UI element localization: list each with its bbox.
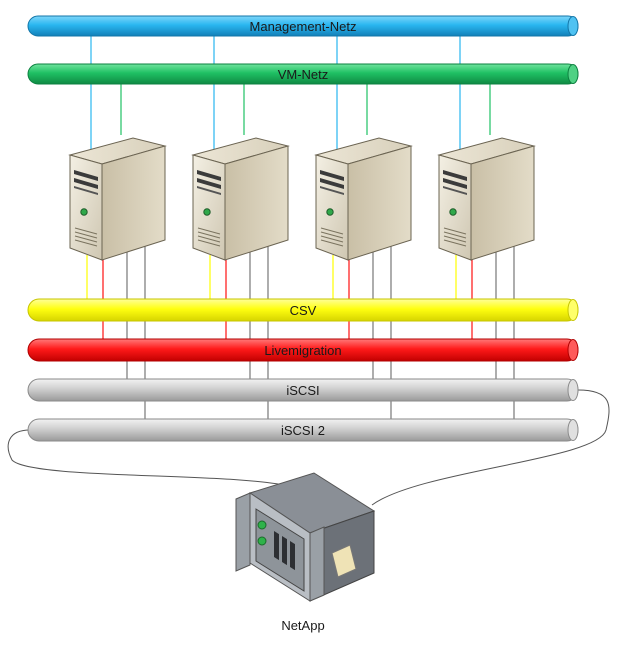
server-tower-icon bbox=[437, 137, 536, 261]
vm-network-bus: VM-Netz bbox=[27, 63, 579, 85]
livemigration-network-label: Livemigration bbox=[264, 343, 341, 358]
iscsi-network-label: iSCSI bbox=[286, 383, 319, 398]
iscsi-network-bus: iSCSI bbox=[27, 378, 579, 402]
server-group bbox=[68, 137, 536, 261]
management-network-bus: Management-Netz bbox=[27, 15, 579, 37]
csv-network-label: CSV bbox=[290, 303, 317, 318]
iscsi2-network-label: iSCSI 2 bbox=[281, 423, 325, 438]
server-tower-icon bbox=[68, 137, 167, 261]
storage-label: NetApp bbox=[281, 618, 324, 633]
server-tower-icon bbox=[191, 137, 290, 261]
iscsi-cable bbox=[371, 389, 610, 506]
management-network-label: Management-Netz bbox=[250, 19, 357, 34]
livemigration-network-bus: Livemigration bbox=[27, 338, 579, 362]
server-tower-icon bbox=[314, 137, 413, 261]
netapp-storage-icon bbox=[235, 472, 376, 602]
csv-network-bus: CSV bbox=[27, 298, 579, 322]
iscsi2-network-bus: iSCSI 2 bbox=[27, 418, 579, 442]
iscsi2-cable bbox=[7, 429, 293, 488]
vm-network-label: VM-Netz bbox=[278, 67, 329, 82]
